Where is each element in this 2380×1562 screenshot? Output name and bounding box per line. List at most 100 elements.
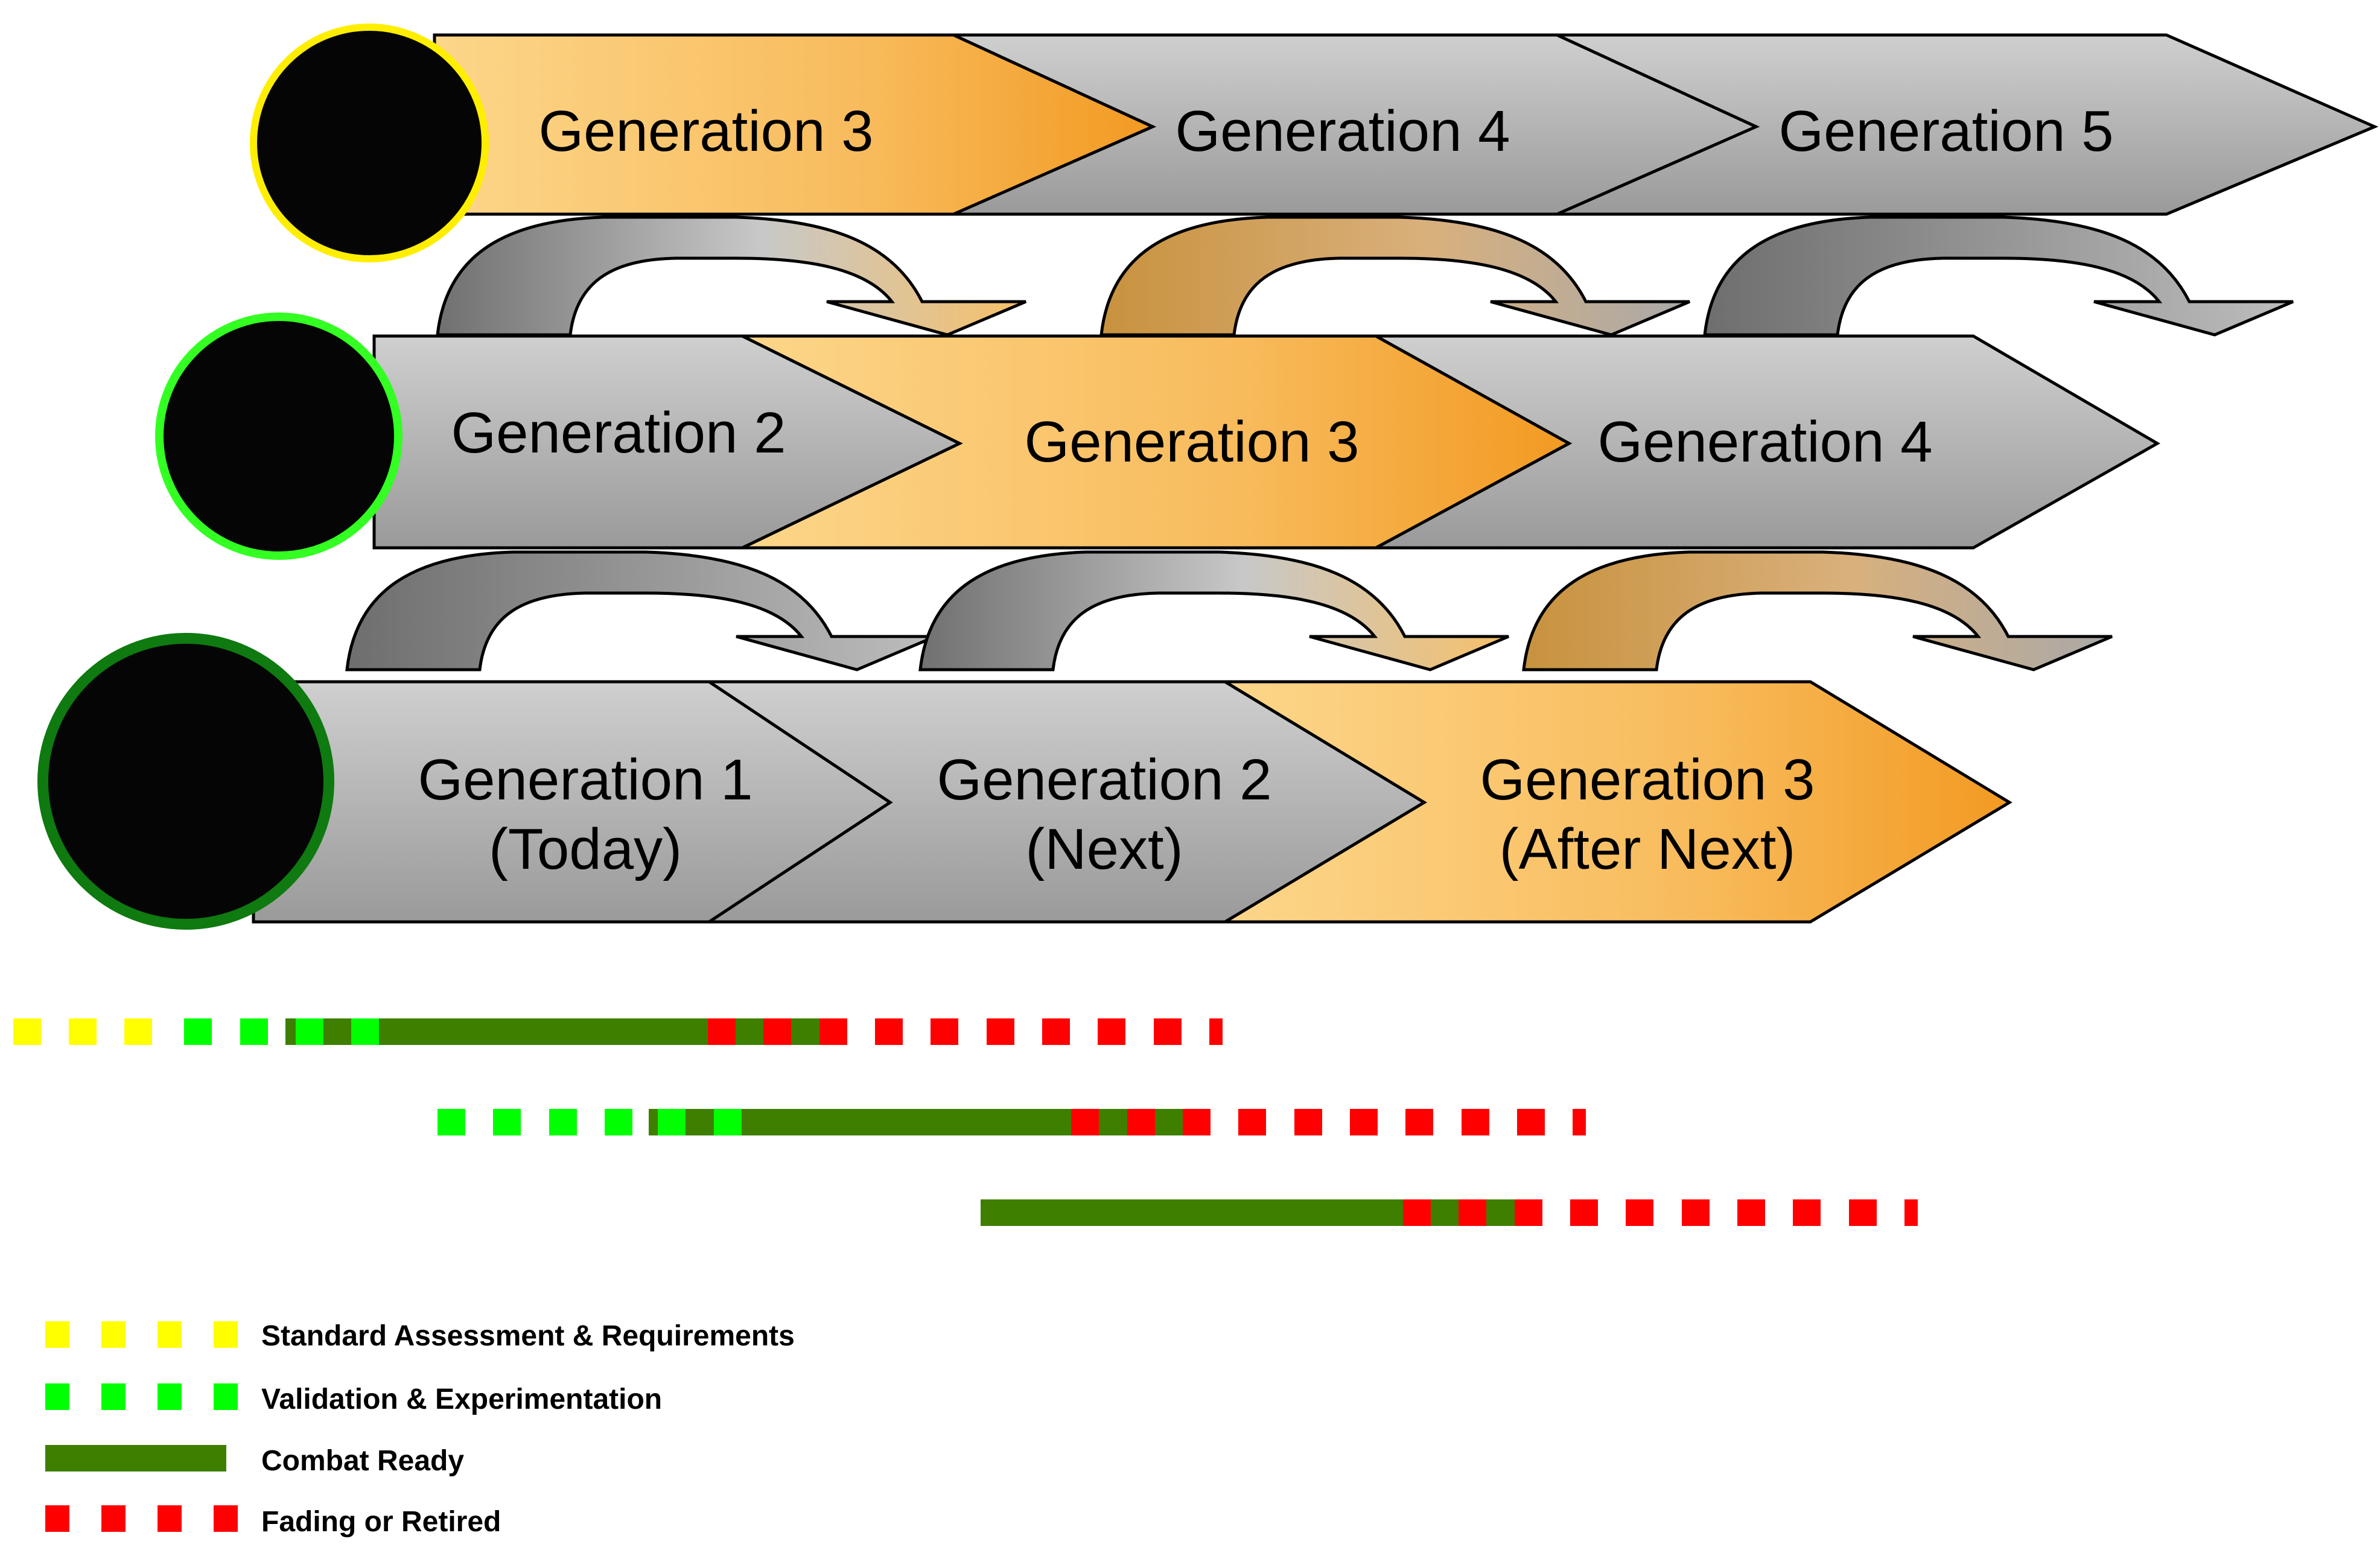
fading-dash — [1403, 1199, 1431, 1226]
legend-swatch — [158, 1383, 182, 1410]
validation-dash — [351, 1018, 379, 1045]
fading-dash — [819, 1018, 847, 1045]
validation-dash — [549, 1109, 577, 1135]
fading-dash — [1515, 1199, 1542, 1226]
fading-dash — [1849, 1199, 1877, 1226]
validation-dash — [296, 1018, 323, 1045]
row1-label-gen5: Generation 5 — [1778, 99, 2113, 164]
row3-label-gen3-line2: (After Next) — [1500, 817, 1796, 881]
fading-dash — [1462, 1109, 1489, 1135]
row1-label-gen3: Generation 3 — [538, 99, 873, 164]
legend-item-validation: Validation & Experimentation — [45, 1383, 662, 1415]
assessment-dash — [13, 1018, 41, 1045]
row1-label-gen4: Generation 4 — [1175, 99, 1510, 164]
fading-dash — [1904, 1199, 1918, 1226]
validation-dash — [438, 1109, 465, 1135]
fading-dash — [1459, 1199, 1486, 1226]
timeline-bar-3 — [981, 1199, 1918, 1226]
legend-label-validation: Validation & Experimentation — [261, 1383, 662, 1415]
timeline-bar-1 — [13, 1018, 1223, 1045]
curved-arrow-5 — [918, 550, 1509, 671]
fading-dash — [1098, 1018, 1125, 1045]
legend-item-assessment: Standard Assessment & Requirements — [45, 1320, 795, 1352]
assessment-dash — [69, 1018, 97, 1045]
curved-arrow-2 — [1099, 215, 1690, 337]
fading-dash — [1071, 1109, 1099, 1135]
row2-label-gen3: Generation 3 — [1024, 410, 1359, 474]
fading-dash — [1127, 1109, 1155, 1135]
legend-swatch — [101, 1505, 126, 1532]
validation-dash — [493, 1109, 521, 1135]
fading-dash — [763, 1018, 791, 1045]
legend-swatch — [45, 1321, 69, 1348]
legend: Standard Assessment & Requirements Valid… — [45, 1320, 795, 1538]
legend-swatch — [45, 1505, 69, 1532]
row3-label-gen2-line1: Generation 2 — [937, 748, 1271, 812]
ring-row2 — [155, 313, 402, 560]
legend-swatch — [214, 1383, 238, 1410]
row-3: Generation 1 (Today) Generation 2 (Next)… — [37, 633, 2012, 930]
fading-dash — [1573, 1109, 1586, 1135]
fading-dash — [1626, 1199, 1653, 1226]
curved-arrow-3 — [1703, 215, 2294, 337]
legend-label-fading: Fading or Retired — [261, 1506, 501, 1538]
legend-swatch — [101, 1383, 126, 1410]
ring-row1 — [250, 24, 489, 262]
transition-arrows-lower — [345, 550, 2113, 671]
fading-dash — [1209, 1018, 1223, 1045]
photo-avatar-row2 — [155, 313, 402, 560]
validation-dash — [658, 1109, 686, 1135]
fading-dash — [1350, 1109, 1378, 1135]
combat-ready-bar — [285, 1018, 708, 1045]
curved-arrow-6 — [1522, 550, 2113, 671]
legend-label-assessment: Standard Assessment & Requirements — [261, 1320, 795, 1352]
fading-dash — [1793, 1199, 1821, 1226]
fading-dash — [931, 1018, 958, 1045]
row2-label-gen4: Generation 4 — [1597, 410, 1932, 474]
fading-dash — [987, 1018, 1014, 1045]
legend-swatch — [45, 1383, 69, 1410]
legend-item-fading: Fading or Retired — [45, 1505, 501, 1538]
timeline-bars — [13, 1018, 1918, 1226]
fading-dash — [1682, 1199, 1710, 1226]
fading-dash — [1238, 1109, 1266, 1135]
legend-swatch — [158, 1321, 182, 1348]
row-1: Generation 3 Generation 4 Generation 5 — [250, 24, 2379, 262]
fading-dash — [1154, 1018, 1182, 1045]
photo-avatar-row3 — [37, 633, 334, 930]
timeline-bar-2 — [438, 1109, 1586, 1135]
fading-dash — [1183, 1109, 1211, 1135]
legend-item-combat: Combat Ready — [45, 1445, 464, 1477]
legend-swatch — [214, 1505, 238, 1532]
fading-dash — [1737, 1199, 1765, 1226]
legend-swatch — [158, 1505, 182, 1532]
assessment-dash — [124, 1018, 152, 1045]
fading-dash — [1294, 1109, 1322, 1135]
photo-avatar-row1 — [250, 24, 489, 262]
legend-swatch — [214, 1321, 238, 1348]
row3-label-gen3-line1: Generation 3 — [1480, 748, 1815, 812]
fading-dash — [1405, 1109, 1433, 1135]
fading-dash — [1517, 1109, 1545, 1135]
legend-swatch — [45, 1445, 226, 1472]
validation-dash — [240, 1018, 268, 1045]
ring-row3 — [37, 633, 334, 930]
row3-label-gen1-line2: (Today) — [489, 817, 682, 881]
row-2: Generation 2 Generation 3 Generation 4 — [155, 313, 2161, 560]
validation-dash — [184, 1018, 212, 1045]
curved-arrow-1 — [436, 215, 1026, 337]
validation-dash — [605, 1109, 632, 1135]
combat-ready-bar — [981, 1199, 1515, 1226]
fading-dash — [1042, 1018, 1070, 1045]
row3-label-gen2-line2: (Next) — [1025, 817, 1183, 881]
transition-arrows-upper — [436, 215, 2294, 337]
row3-label-gen1-line1: Generation 1 — [418, 748, 752, 812]
fading-dash — [708, 1018, 736, 1045]
fading-dash — [875, 1018, 903, 1045]
validation-dash — [714, 1109, 742, 1135]
legend-label-combat: Combat Ready — [261, 1445, 464, 1477]
fading-dash — [1570, 1199, 1598, 1226]
row2-label-gen2: Generation 2 — [451, 401, 786, 465]
curved-arrow-4 — [345, 550, 936, 671]
